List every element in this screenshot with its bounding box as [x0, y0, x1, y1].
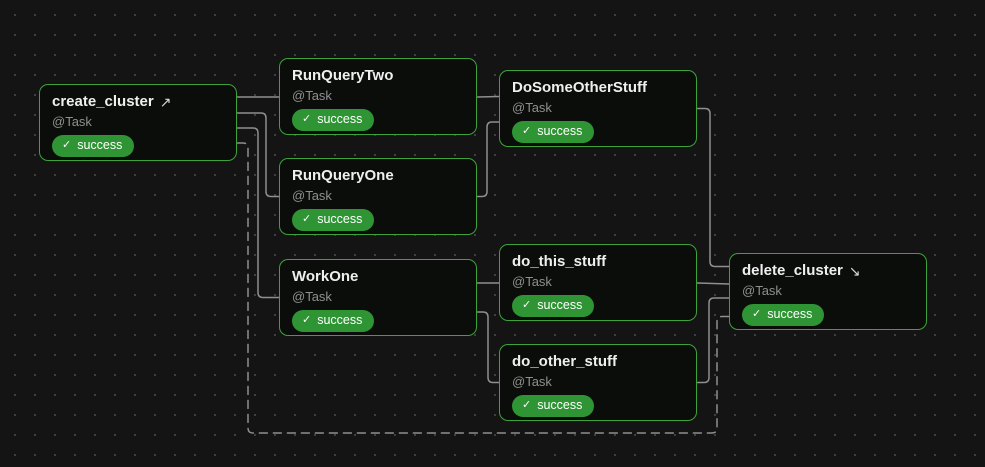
check-icon: ✓ [752, 308, 762, 320]
status-badge: ✓ success [292, 209, 375, 231]
check-icon: ✓ [62, 139, 72, 151]
node-do-this-stuff[interactable]: do_this_stuff @Task ✓ success [499, 244, 697, 321]
node-type-label: @Task [512, 100, 552, 115]
status-badge: ✓ success [742, 304, 825, 326]
arrow-up-right-icon: ↗ [159, 94, 172, 110]
node-type-label: @Task [512, 374, 552, 389]
node-workone[interactable]: WorkOne @Task ✓ success [279, 259, 477, 336]
status-label: success [317, 212, 363, 226]
edge-runquerytwo-to-dosomeotherstuff [476, 95, 500, 98]
status-label: success [537, 298, 583, 312]
node-type-label: @Task [292, 88, 332, 103]
node-title: DoSomeOtherStuff [512, 79, 647, 96]
edge-create-cluster-to-workone [236, 127, 280, 299]
status-badge: ✓ success [52, 135, 135, 157]
status-label: success [317, 313, 363, 327]
node-runqueryone[interactable]: RunQueryOne @Task ✓ success [279, 158, 477, 235]
node-title: RunQueryTwo [292, 67, 394, 84]
edge-runqueryone-to-dosomeotherstuff [476, 121, 500, 198]
check-icon: ✓ [302, 113, 312, 125]
status-label: success [317, 112, 363, 126]
check-icon: ✓ [522, 125, 532, 137]
node-title: delete_cluster [742, 262, 843, 279]
node-delete-cluster[interactable]: delete_cluster ↘ @Task ✓ success [729, 253, 927, 330]
node-title: RunQueryOne [292, 167, 394, 184]
status-badge: ✓ success [292, 109, 375, 131]
node-type-label: @Task [292, 289, 332, 304]
status-label: success [77, 138, 123, 152]
edge-create-cluster-to-runqueryone [236, 112, 280, 198]
status-label: success [537, 398, 583, 412]
node-type-label: @Task [742, 283, 782, 298]
node-title: do_other_stuff [512, 353, 617, 370]
status-label: success [537, 124, 583, 138]
check-icon: ✓ [522, 399, 532, 411]
node-type-label: @Task [292, 188, 332, 203]
node-title: WorkOne [292, 268, 359, 285]
node-create-cluster[interactable]: create_cluster ↗ @Task ✓ success [39, 84, 237, 161]
node-type-label: @Task [512, 274, 552, 289]
check-icon: ✓ [302, 314, 312, 326]
edge-do-this-stuff-to-delete-cluster [696, 282, 730, 285]
status-badge: ✓ success [292, 310, 375, 332]
edge-dosomeotherstuff-to-delete-cluster [696, 107, 730, 268]
node-dosomeotherstuff[interactable]: DoSomeOtherStuff @Task ✓ success [499, 70, 697, 147]
edge-do-other-stuff-to-delete-cluster [696, 297, 730, 384]
check-icon: ✓ [302, 213, 312, 225]
node-type-label: @Task [52, 114, 92, 129]
node-do-other-stuff[interactable]: do_other_stuff @Task ✓ success [499, 344, 697, 421]
edge-workone-to-do-other-stuff [476, 311, 500, 384]
node-title: create_cluster [52, 93, 154, 110]
node-runquerytwo[interactable]: RunQueryTwo @Task ✓ success [279, 58, 477, 135]
check-icon: ✓ [522, 299, 532, 311]
status-badge: ✓ success [512, 121, 595, 143]
status-badge: ✓ success [512, 295, 595, 317]
arrow-down-right-icon: ↘ [848, 263, 861, 279]
node-title: do_this_stuff [512, 253, 607, 270]
status-badge: ✓ success [512, 395, 595, 417]
status-label: success [767, 307, 813, 321]
